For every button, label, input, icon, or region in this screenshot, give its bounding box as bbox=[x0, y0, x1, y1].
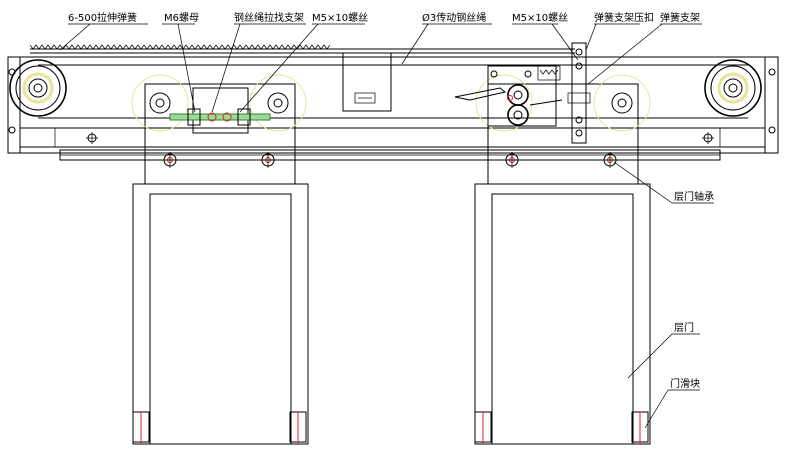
label-wire-rope: Ø3传动钢丝绳 bbox=[422, 11, 486, 24]
frame-hole-left bbox=[86, 132, 98, 144]
label-m5-screw-left: M5×10螺丝 bbox=[312, 12, 368, 24]
rope-clamp-block bbox=[342, 52, 392, 112]
label-m6-nut: M6螺母 bbox=[164, 12, 199, 24]
label-rope-bracket: 钢丝绳拉找支架 bbox=[234, 11, 304, 24]
label-door-bearing: 层门轴承 bbox=[674, 190, 714, 203]
wire-rope bbox=[38, 64, 748, 119]
left-bearing-1 bbox=[162, 152, 178, 168]
left-bearing-2 bbox=[260, 152, 276, 168]
right-bearing-1 bbox=[504, 152, 520, 168]
left-landing-door bbox=[132, 183, 309, 445]
right-hanger-plate bbox=[454, 65, 651, 185]
label-landing-door: 层门 bbox=[674, 321, 694, 334]
spring-bracket bbox=[567, 42, 591, 144]
label-door-slider: 门滑块 bbox=[670, 377, 700, 390]
frame-hole-right bbox=[702, 132, 714, 144]
label-spring-bracket: 弹簧支架 bbox=[660, 11, 700, 24]
right-bearing-2 bbox=[602, 152, 618, 168]
label-spring-clamp: 弹簧支架压扣 bbox=[594, 11, 654, 24]
header-frame bbox=[7, 56, 779, 154]
label-m5-screw-right: M5×10螺丝 bbox=[512, 12, 568, 24]
right-landing-door bbox=[474, 183, 651, 445]
left-hanger-plate bbox=[131, 74, 307, 185]
right-pulley bbox=[704, 59, 762, 117]
tension-spring bbox=[29, 44, 575, 54]
left-pulley bbox=[9, 59, 67, 117]
label-spring: 6-500拉伸弹簧 bbox=[68, 11, 137, 24]
door-rail bbox=[59, 149, 721, 161]
annotation-labels: 6-500拉伸弹簧 M6螺母 钢丝绳拉找支架 M5×10螺丝 Ø3传动钢丝绳 M… bbox=[68, 11, 714, 390]
leader-lines bbox=[59, 23, 714, 429]
